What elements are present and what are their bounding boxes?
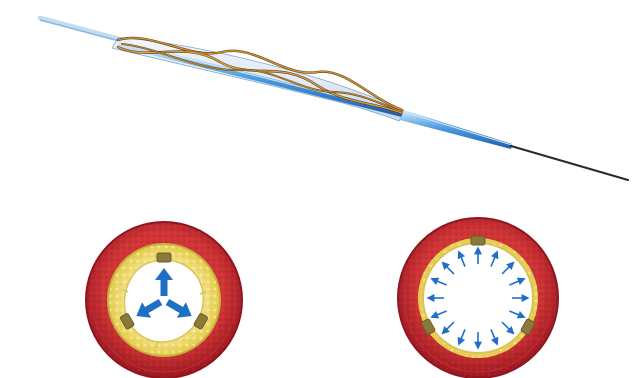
cross-section-right xyxy=(398,218,558,378)
contact-pad xyxy=(471,236,485,245)
catheter-shaft-proximal xyxy=(40,18,130,42)
contact-pad xyxy=(157,253,171,262)
guidewire xyxy=(511,146,628,180)
cross-section-left xyxy=(86,222,242,378)
balloon-catheter xyxy=(40,18,628,180)
